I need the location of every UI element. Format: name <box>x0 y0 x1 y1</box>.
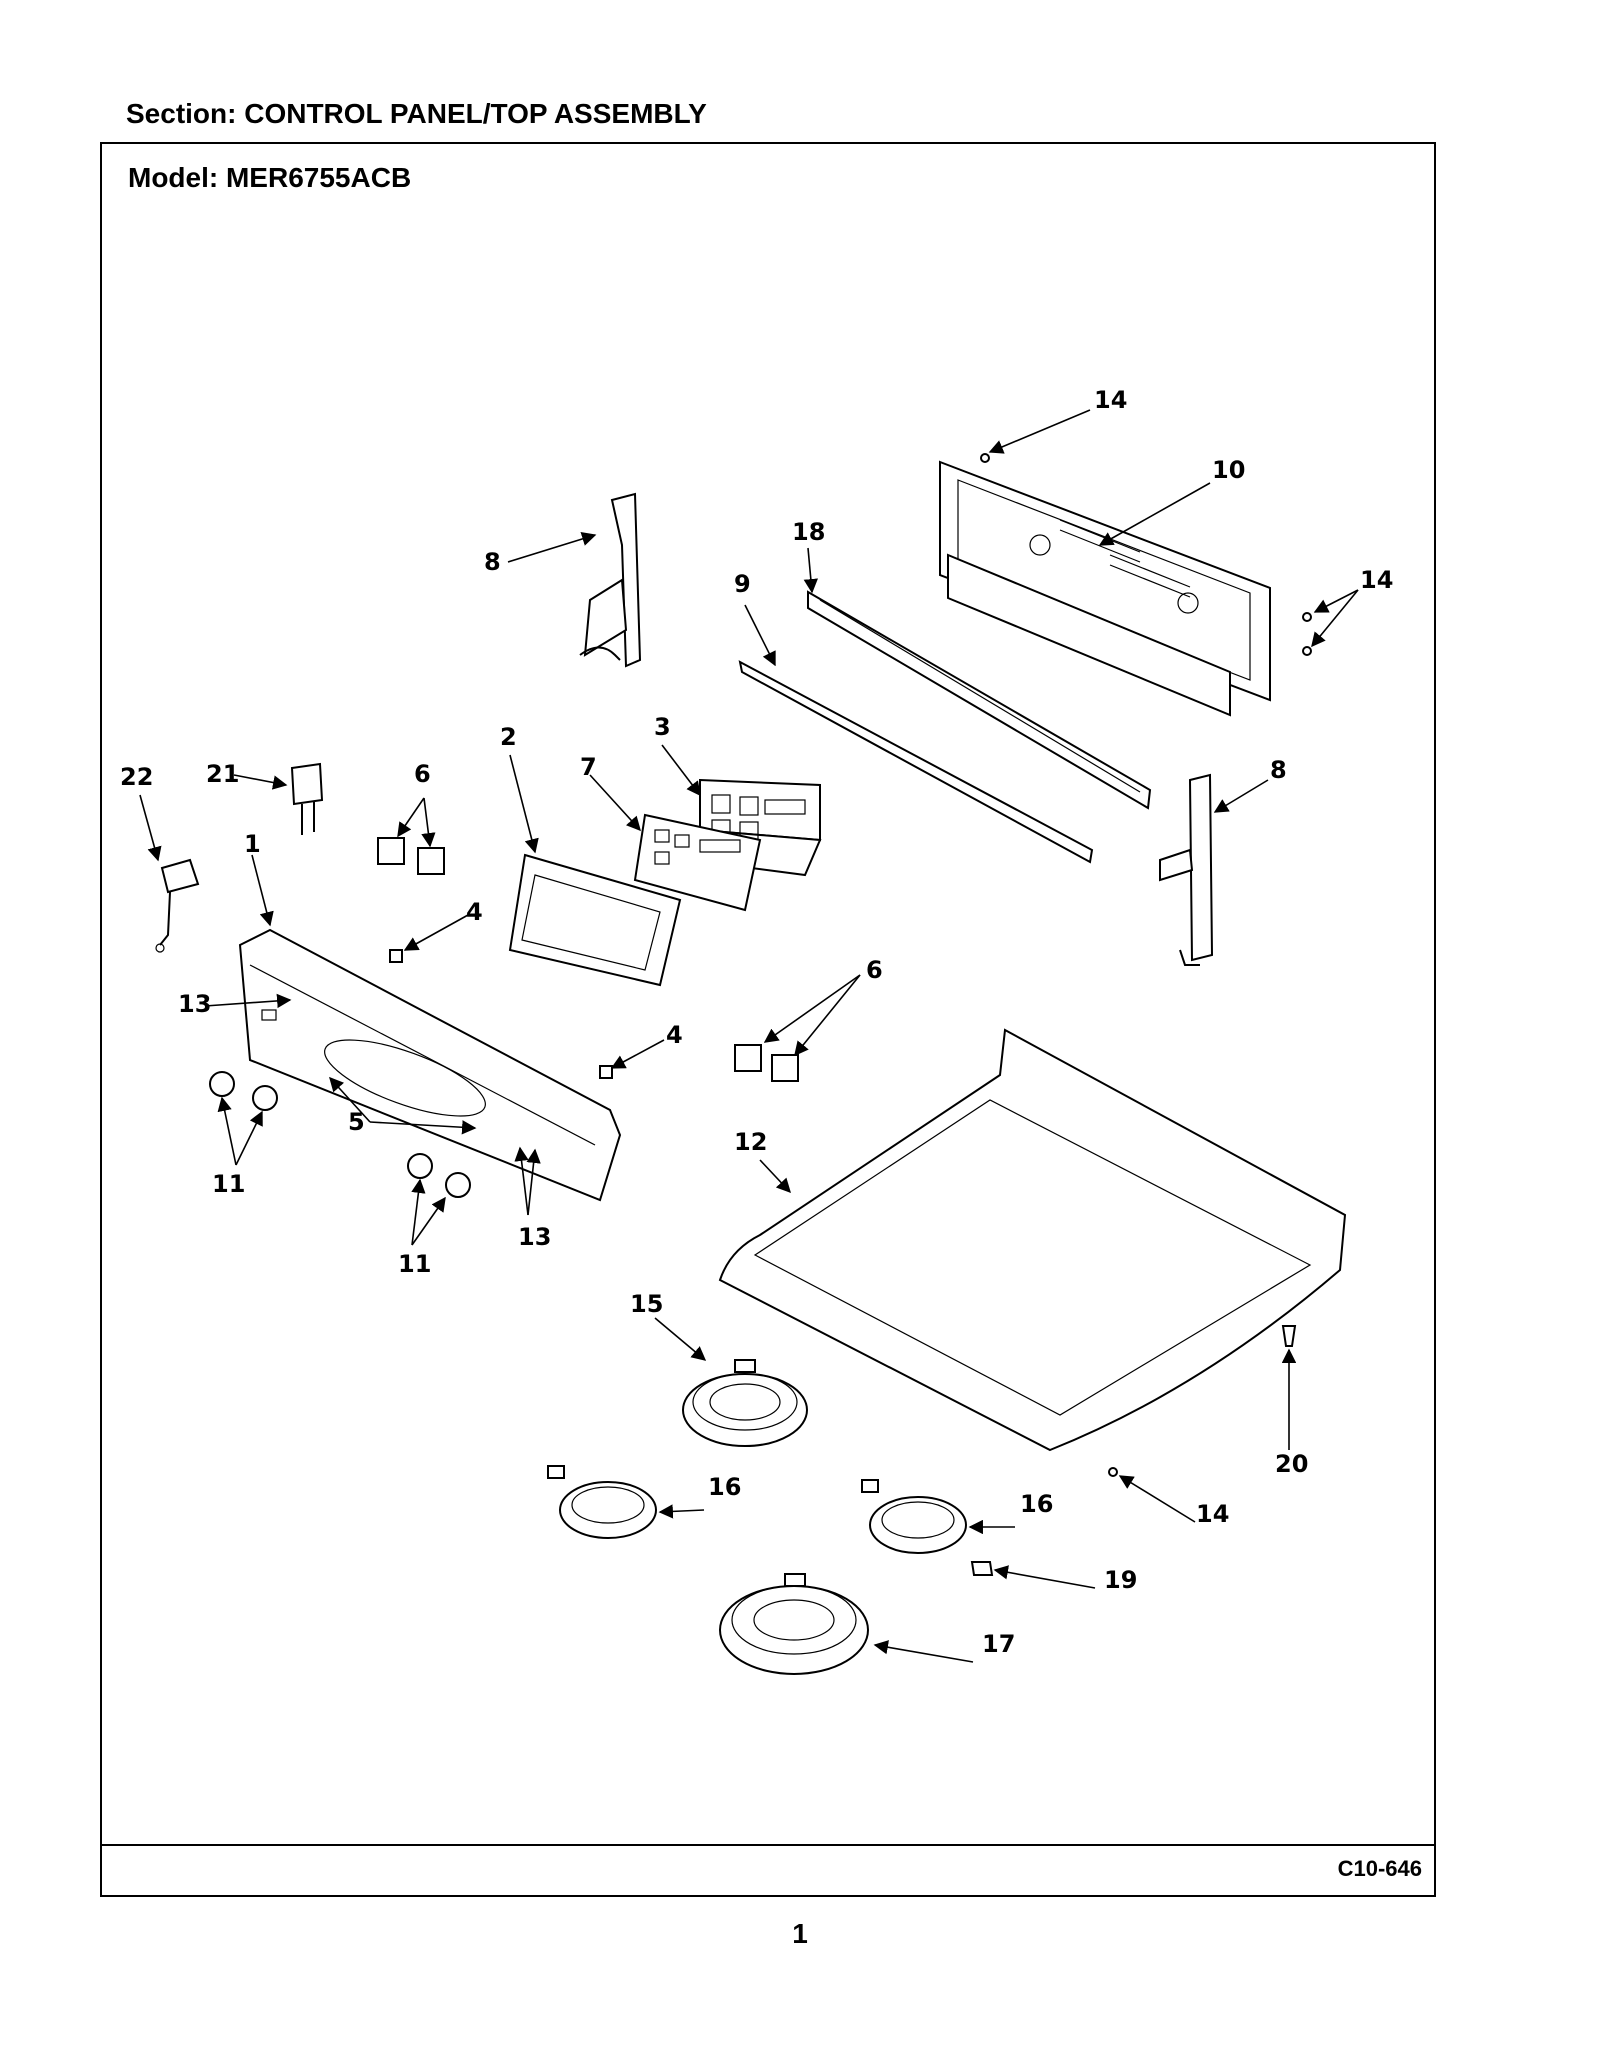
hardware-part <box>970 453 1312 1576</box>
push-button-part <box>290 762 324 835</box>
callout-11: 11 <box>212 1170 245 1198</box>
small-element-part <box>547 1465 967 1554</box>
callout-13: 13 <box>178 990 211 1018</box>
callout-4: 4 <box>466 898 483 926</box>
rocker-switch-part <box>377 837 799 1082</box>
trim-strip-part <box>807 590 1152 810</box>
section-title: Section: CONTROL PANEL/TOP ASSEMBLY <box>126 98 707 129</box>
callout-14: 14 <box>1360 566 1393 594</box>
callout-16: 16 <box>1020 1490 1053 1518</box>
callout-10: 10 <box>1212 456 1245 484</box>
right-side-bracket-part <box>1159 773 1214 966</box>
callout-20: 20 <box>1275 1450 1308 1478</box>
callout-8: 8 <box>484 548 501 576</box>
callout-22: 22 <box>120 763 153 791</box>
large-element-part <box>682 1359 808 1447</box>
leader-arrows <box>139 409 1359 1663</box>
dual-element-part <box>719 1573 869 1675</box>
control-overlay-part <box>633 813 762 912</box>
callout-18: 18 <box>792 518 825 546</box>
document-code: C10-646 <box>1337 1856 1422 1881</box>
left-side-bracket-part <box>579 492 642 668</box>
callout-8: 8 <box>1270 756 1287 784</box>
callout-13: 13 <box>518 1223 551 1251</box>
callout-14: 14 <box>1094 386 1127 414</box>
page-number: 1 <box>792 1918 808 1949</box>
callout-7: 7 <box>580 753 597 781</box>
rear-trim-part <box>738 660 1094 864</box>
callout-1: 1 <box>244 830 261 858</box>
callout-12: 12 <box>734 1128 767 1156</box>
rear-panel-part <box>939 460 1271 717</box>
diagram-frame: Model: MER6755ACB C10-646 <box>100 142 1436 1897</box>
knob-part <box>209 1071 471 1198</box>
callout-16: 16 <box>708 1473 741 1501</box>
callout-19: 19 <box>1104 1566 1137 1594</box>
display-window-part <box>508 853 682 987</box>
screw-part <box>1281 1325 1297 1347</box>
cooktop-part <box>718 1028 1347 1452</box>
model-title: Model: MER6755ACB <box>128 162 412 193</box>
outlet-part <box>155 858 200 953</box>
callout-labels: 14 10 18 8 9 14 22 21 6 2 7 3 8 1 4 13 6… <box>120 386 1393 1658</box>
callout-9: 9 <box>734 570 751 598</box>
callout-5: 5 <box>348 1108 365 1136</box>
control-panel-part <box>238 928 622 1202</box>
callout-14: 14 <box>1196 1500 1229 1528</box>
callout-11: 11 <box>398 1250 431 1278</box>
callout-15: 15 <box>630 1290 663 1318</box>
clip-part <box>389 949 613 1079</box>
footer-divider <box>102 1844 1434 1846</box>
callout-2: 2 <box>500 723 517 751</box>
callout-17: 17 <box>982 1630 1015 1658</box>
callout-21: 21 <box>206 760 239 788</box>
callout-6: 6 <box>866 956 883 984</box>
callout-3: 3 <box>654 713 671 741</box>
callout-6: 6 <box>414 760 431 788</box>
callout-4: 4 <box>666 1021 683 1049</box>
